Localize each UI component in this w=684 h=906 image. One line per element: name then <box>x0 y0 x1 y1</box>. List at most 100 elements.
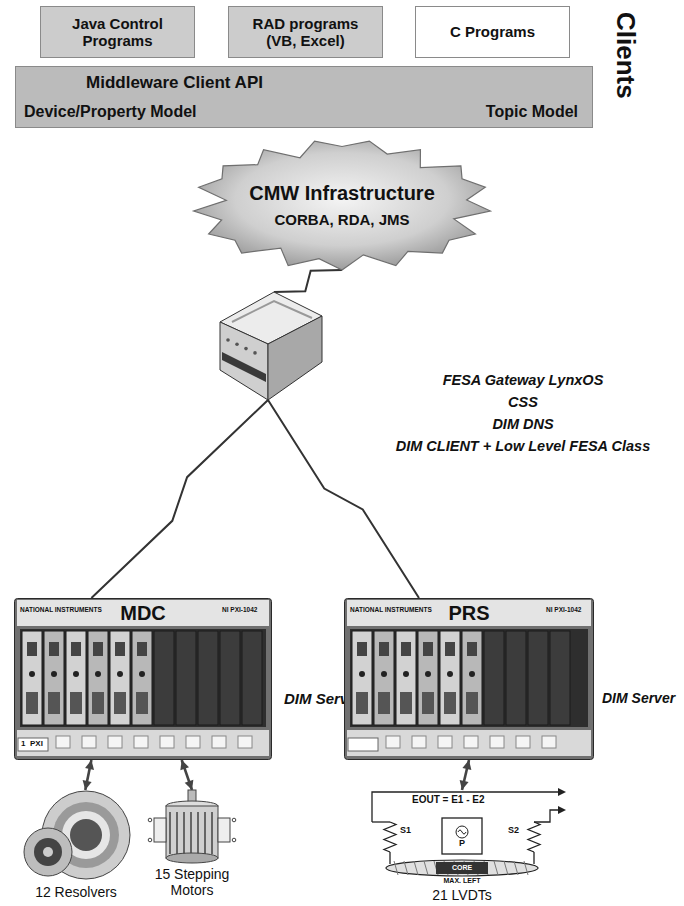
pxi-chassis: MDCDIM Server <box>14 598 272 760</box>
module-led <box>73 671 79 677</box>
client-program-box: C Programs <box>415 6 570 58</box>
module-port <box>445 642 455 656</box>
module-port <box>379 642 389 656</box>
client-program-box: Java Control Programs <box>40 6 195 58</box>
client-program-box: RAD programs (VB, Excel) <box>228 6 383 58</box>
module-port <box>93 642 103 656</box>
module <box>242 631 262 725</box>
module-connector <box>422 692 434 714</box>
chassis-bottom-strip <box>347 730 591 756</box>
slot-key <box>56 736 70 748</box>
module-led <box>447 671 453 677</box>
coil-terminal <box>232 818 236 822</box>
winding-turn <box>504 861 508 875</box>
cloud-outline <box>194 141 491 270</box>
motor-tooth <box>176 812 178 854</box>
pxi-chassis: PRSDIM Server <box>344 598 594 760</box>
winding-turn <box>514 861 518 875</box>
slot-key <box>238 736 252 748</box>
module <box>132 631 152 725</box>
module <box>22 631 42 725</box>
module <box>352 631 372 725</box>
motor-tooth <box>190 812 192 854</box>
slot-key <box>464 736 478 748</box>
slot-number: 1 <box>21 740 25 749</box>
module <box>66 631 86 725</box>
gateway-device: FESA Gateway LynxOSCSSDIM DNSDIM CLIENT … <box>212 292 324 400</box>
motor-body <box>166 806 218 858</box>
secondary-coil <box>528 822 540 852</box>
lightning-link <box>274 270 342 292</box>
node-text: DIM Server <box>602 690 675 706</box>
module-port <box>49 642 59 656</box>
coil-terminal <box>148 818 152 822</box>
module-led <box>29 671 35 677</box>
module <box>110 631 130 725</box>
module-port <box>423 642 433 656</box>
node-title: C Programs <box>450 23 535 40</box>
status-light <box>226 338 230 342</box>
lightning-link <box>91 400 268 598</box>
node-text: CSS <box>377 394 669 411</box>
node-title: RAD programs (VB, Excel) <box>243 15 368 50</box>
double-arrow <box>85 760 91 790</box>
double-arrow <box>462 760 469 790</box>
slot-key <box>438 736 452 748</box>
module <box>462 631 482 725</box>
coil-label: P <box>459 839 465 849</box>
node-title: CMW Infrastructure <box>249 182 435 205</box>
node-title: 12 Resolvers <box>18 884 134 900</box>
motor-base <box>166 853 218 863</box>
output-arrowhead <box>558 788 566 796</box>
cmw-cloud: CMW InfrastructureCORBA, RDA, JMS <box>192 140 492 270</box>
gateway-illustration <box>212 292 324 400</box>
module-led <box>117 671 123 677</box>
node-title: MDC <box>14 602 272 625</box>
module <box>176 631 196 725</box>
module-port <box>357 642 367 656</box>
module <box>418 631 438 725</box>
slot-key <box>108 736 122 748</box>
module-led <box>469 671 475 677</box>
module-connector <box>466 692 478 714</box>
module-led <box>403 671 409 677</box>
module <box>198 631 218 725</box>
module <box>484 631 504 725</box>
winding-turn <box>394 861 398 875</box>
module-port <box>401 642 411 656</box>
winding-turn <box>524 861 528 875</box>
device-side <box>268 316 322 400</box>
module-port <box>467 642 477 656</box>
maker-label: NATIONAL INSTRUMENTS <box>20 606 102 613</box>
motor-tooth <box>169 812 171 854</box>
winding-turn <box>494 861 498 875</box>
resolver-device: 12 Resolvers <box>18 790 134 904</box>
module-led <box>359 671 365 677</box>
slot-bay <box>350 629 588 727</box>
node-title: PRS <box>344 602 594 625</box>
status-light <box>235 343 239 347</box>
slot-key <box>160 736 174 748</box>
node-text: DIM DNS <box>377 416 669 433</box>
module-connector <box>444 692 456 714</box>
maker-label: NATIONAL INSTRUMENTS <box>350 606 432 613</box>
module-led <box>381 671 387 677</box>
group-title: Clients <box>611 12 640 99</box>
module <box>44 631 64 725</box>
module-connector <box>26 692 38 714</box>
double-arrow <box>182 760 192 790</box>
module-connector <box>114 692 126 714</box>
lightning-link <box>268 400 419 598</box>
lvdt-core <box>436 862 488 874</box>
coil-label: S2 <box>508 826 519 836</box>
core-label: CORE <box>452 864 472 872</box>
slot-key <box>186 736 200 748</box>
slot-key <box>134 736 148 748</box>
slot-key <box>516 736 530 748</box>
coil-terminal <box>148 838 152 842</box>
module-connector <box>378 692 390 714</box>
slot-tag <box>18 738 48 751</box>
chassis-frame <box>15 599 272 760</box>
status-light <box>253 351 257 355</box>
